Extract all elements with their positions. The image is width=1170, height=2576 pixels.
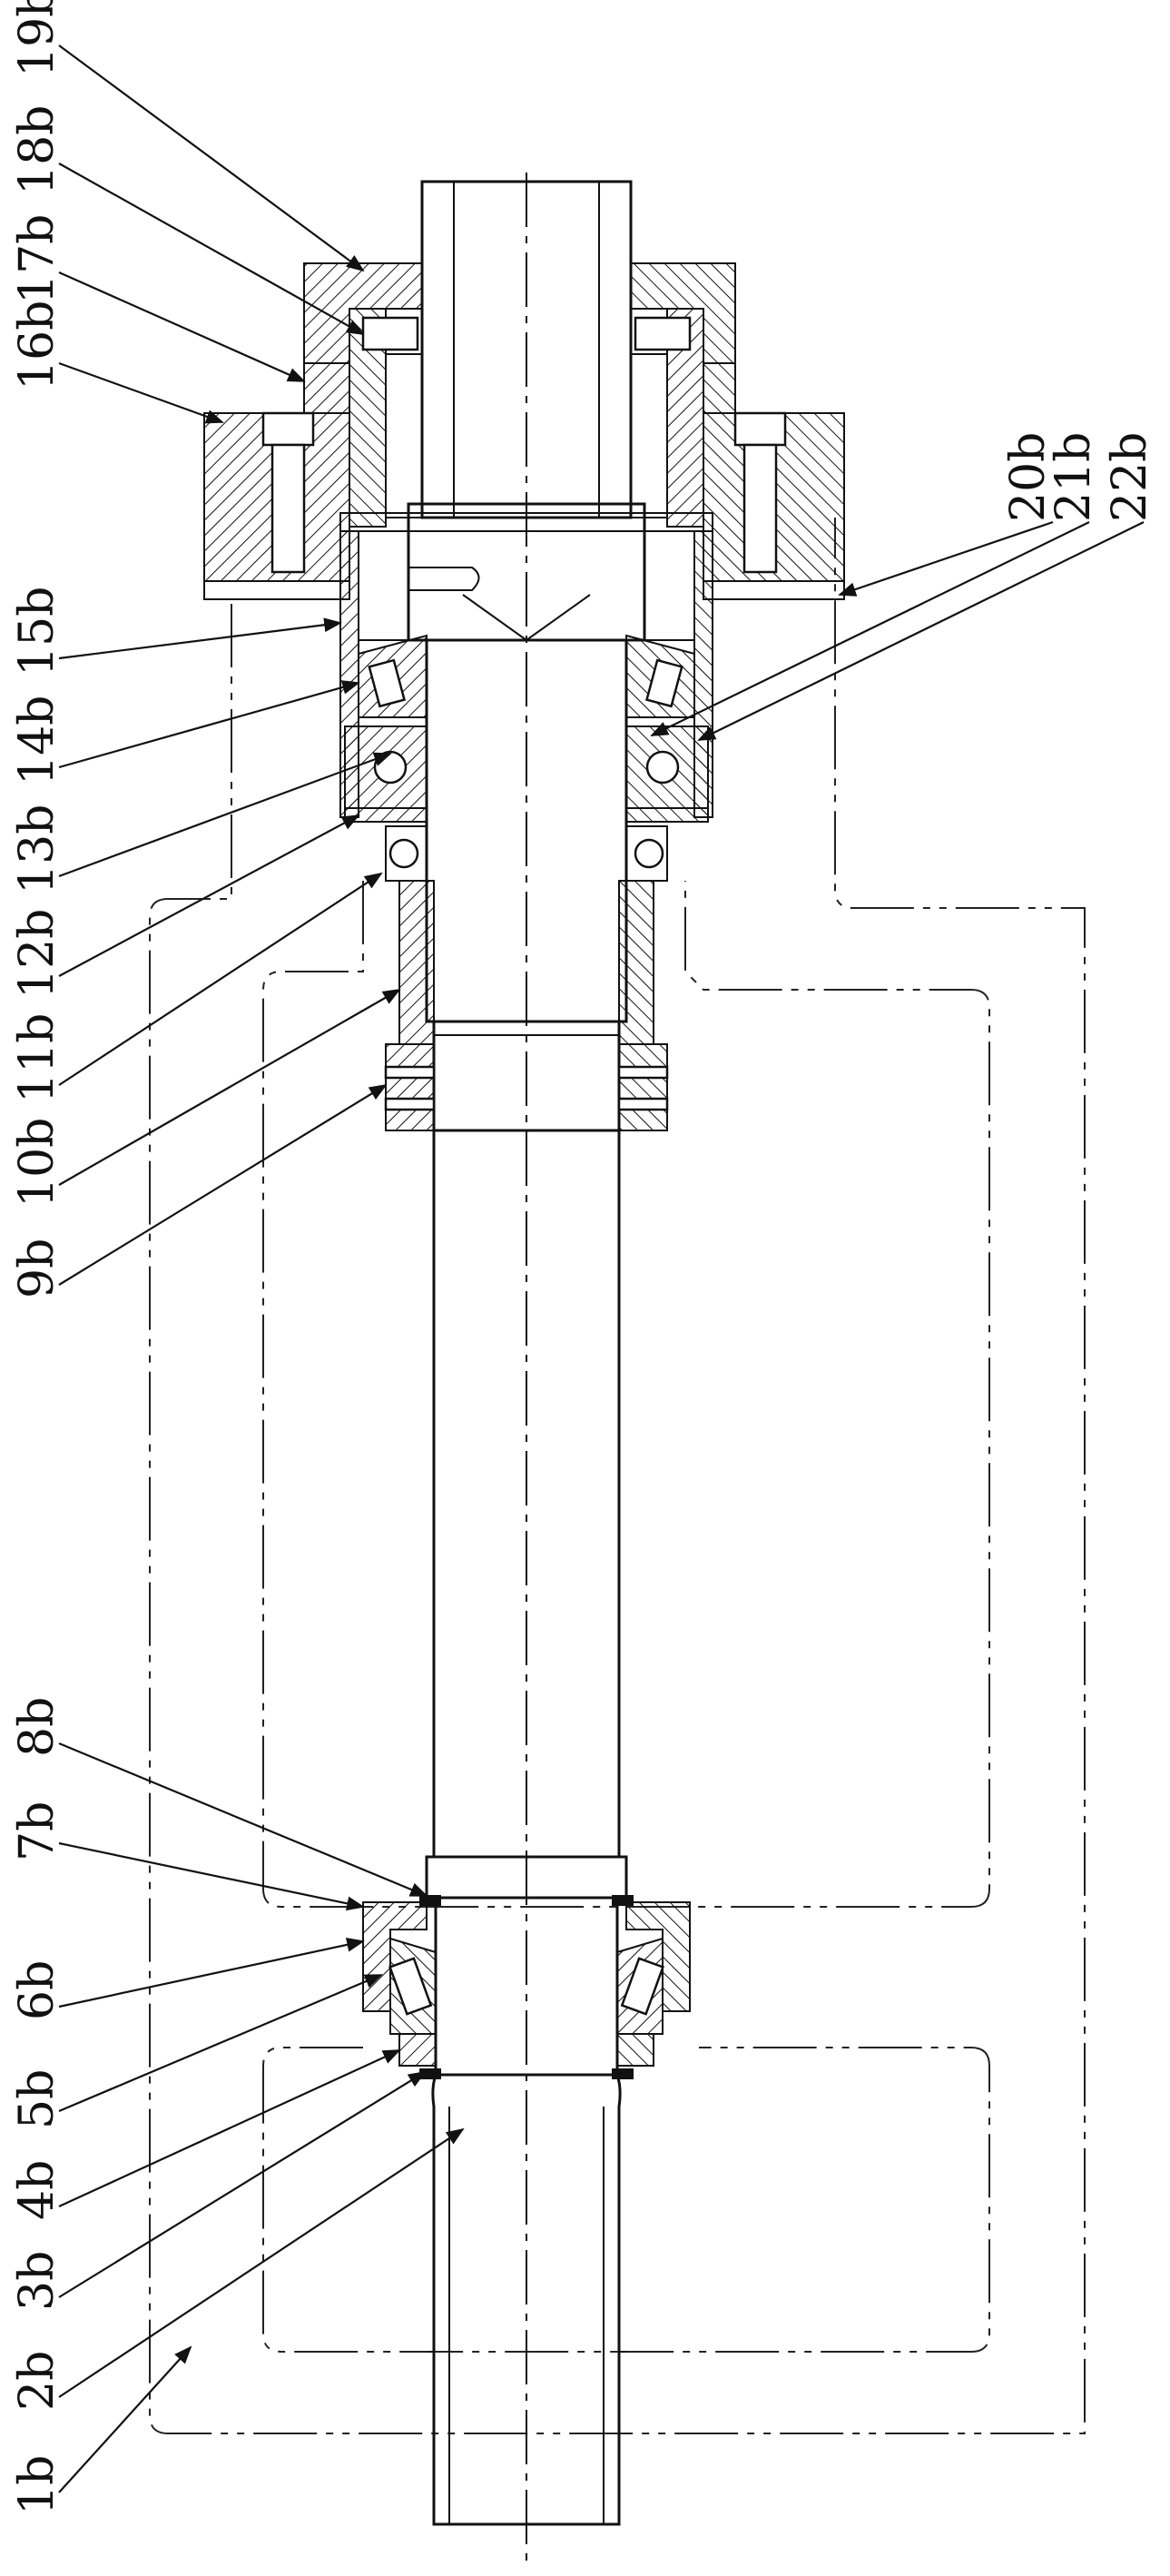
part-labels: 19b 18b 17b 16b 15b 14b 13b 12b 11b 10b … — [10, 0, 1157, 2515]
label-19b: 19b — [10, 0, 64, 77]
label-2b: 2b — [10, 2351, 64, 2411]
label-6b: 6b — [10, 1960, 64, 2020]
label-12b: 12b — [10, 909, 64, 999]
label-21b: 21b — [1047, 432, 1101, 522]
label-22b: 22b — [1103, 432, 1157, 522]
label-20b: 20b — [1001, 432, 1056, 522]
label-7b: 7b — [10, 1801, 64, 1861]
label-9b: 9b — [10, 1239, 64, 1298]
label-3b: 3b — [10, 2251, 64, 2311]
label-11b: 11b — [10, 1013, 64, 1103]
label-14b: 14b — [10, 696, 64, 785]
label-13b: 13b — [10, 804, 64, 894]
upper-bearing-housing — [339, 530, 713, 882]
label-18b: 18b — [10, 105, 64, 195]
label-4b: 4b — [10, 2160, 64, 2220]
label-16b: 16b — [10, 301, 64, 390]
label-17b: 17b — [10, 214, 64, 304]
label-8b: 8b — [10, 1697, 64, 1757]
upper-cap-assembly — [203, 262, 845, 600]
housing-phantom-outline — [149, 518, 1086, 2434]
spacer-tube — [384, 880, 669, 1131]
label-10b: 10b — [10, 1118, 64, 1208]
leader-lines — [58, 44, 1145, 2493]
label-5b: 5b — [10, 2069, 64, 2129]
label-1b: 1b — [10, 2455, 64, 2515]
label-15b: 15b — [10, 587, 64, 676]
